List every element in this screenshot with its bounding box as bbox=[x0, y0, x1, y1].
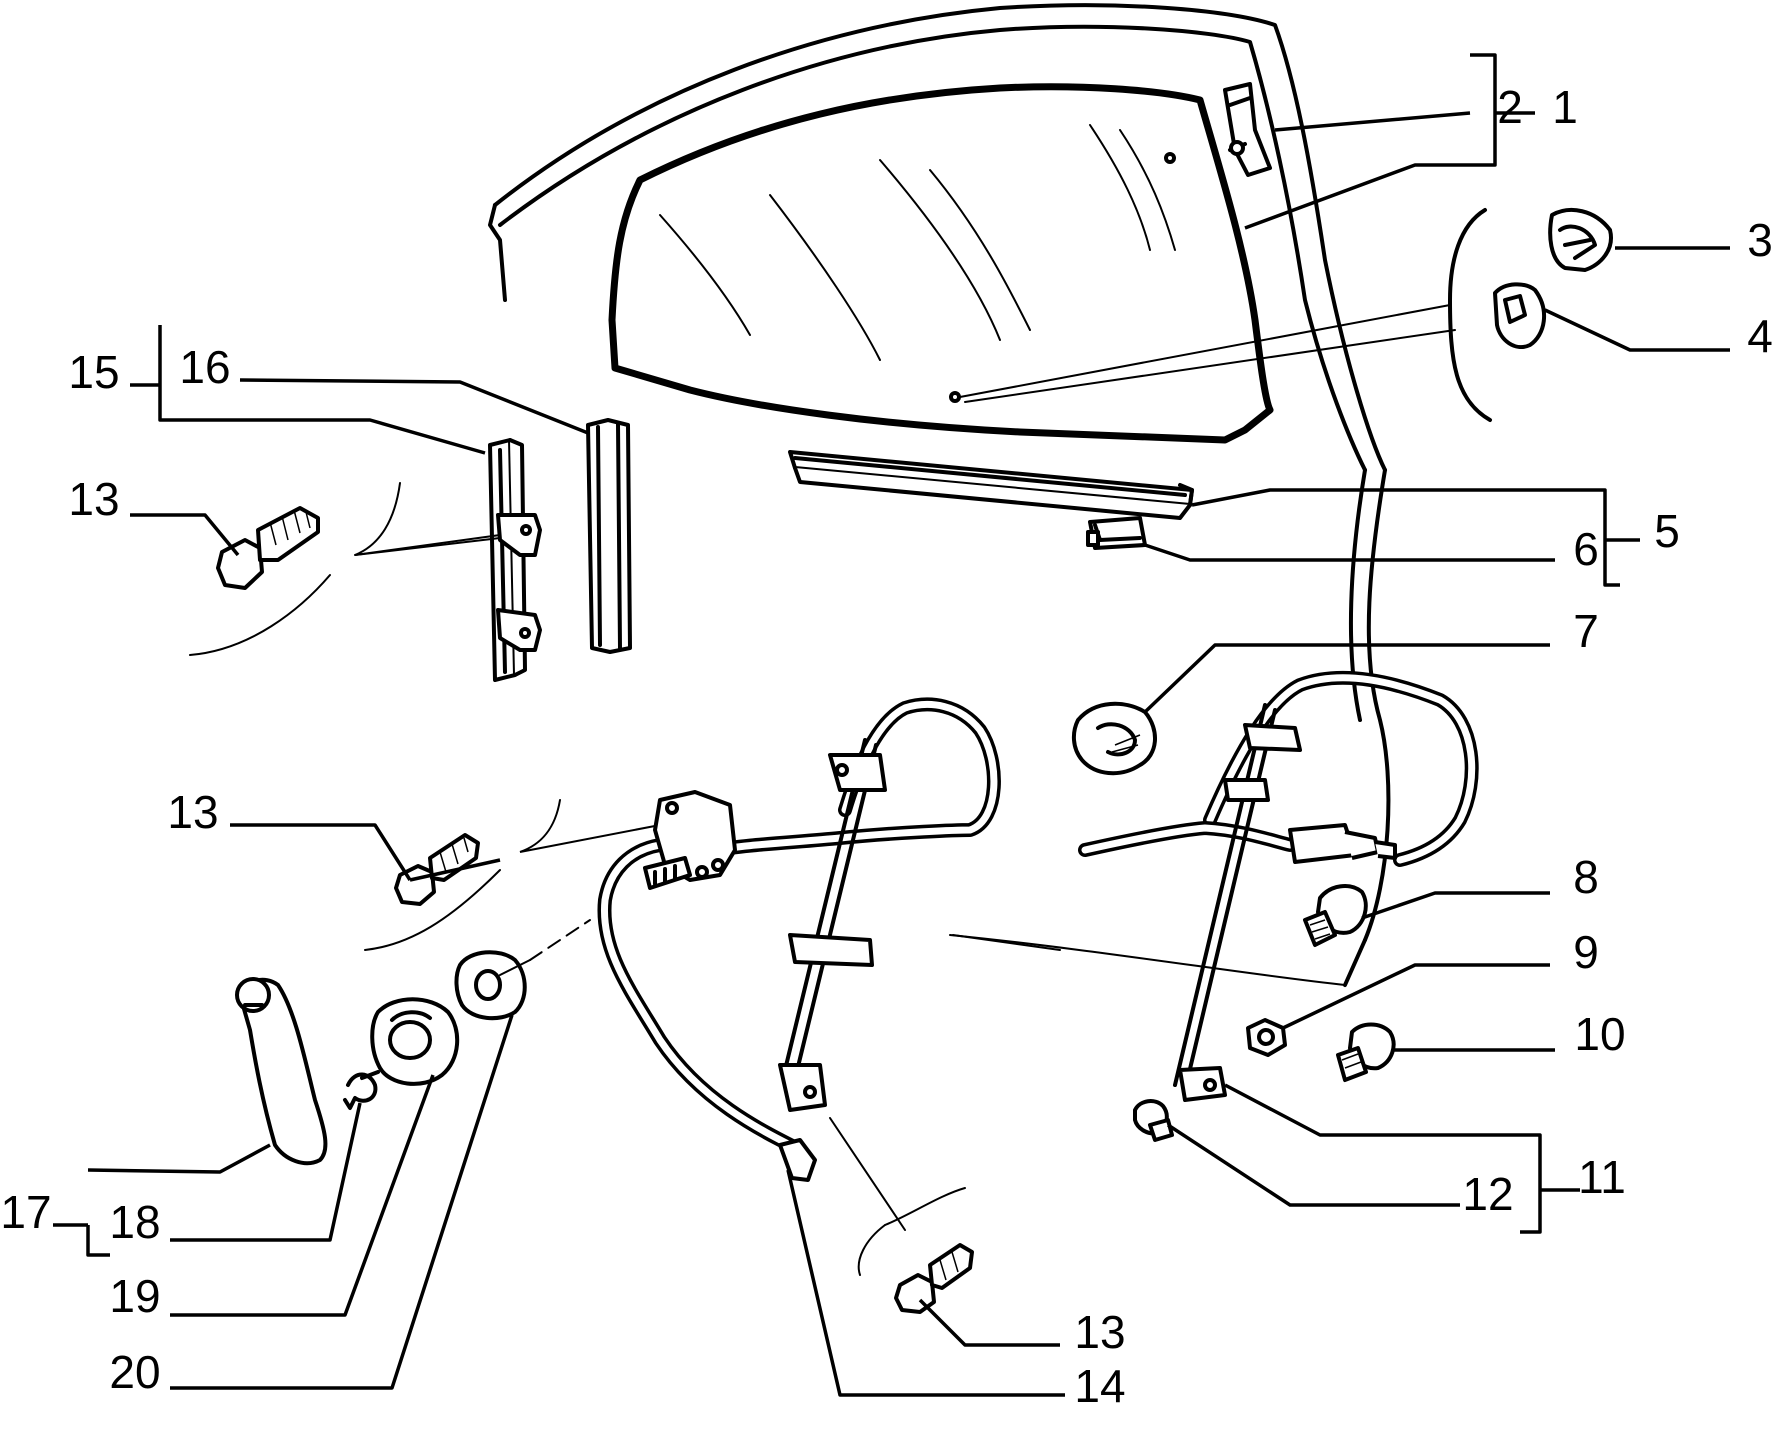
callout-3: 3 bbox=[1747, 214, 1773, 266]
escutcheon-19 bbox=[370, 997, 460, 1086]
bolt-13-upper bbox=[216, 506, 320, 590]
trim-clips bbox=[1448, 208, 1613, 422]
callout-11: 11 bbox=[1578, 1151, 1626, 1203]
channel-clip bbox=[1086, 516, 1147, 550]
retaining-clip-18 bbox=[343, 1070, 380, 1110]
callout-10: 10 bbox=[1574, 1008, 1625, 1060]
callout-12: 12 bbox=[1462, 1168, 1513, 1220]
callout-1: 1 bbox=[1552, 81, 1578, 133]
callout-4: 4 bbox=[1747, 310, 1773, 362]
callout-7: 7 bbox=[1573, 605, 1599, 657]
leader-lines bbox=[53, 53, 1730, 1397]
callout-20: 20 bbox=[109, 1346, 160, 1398]
callout-19: 19 bbox=[109, 1270, 160, 1322]
callout-18: 18 bbox=[109, 1196, 160, 1248]
window-glass bbox=[608, 83, 1274, 444]
right-regulator-tubes bbox=[1078, 670, 1479, 1092]
bolt-12 bbox=[1133, 1099, 1174, 1142]
nut-9 bbox=[1246, 1018, 1287, 1057]
callout-13-middle: 13 bbox=[167, 786, 218, 838]
window-regulator-clip-7 bbox=[1071, 701, 1158, 776]
rear-glass-run-channel bbox=[488, 438, 542, 682]
callout-5: 5 bbox=[1654, 505, 1680, 557]
glass-bottom-channel bbox=[788, 450, 1194, 520]
bolt-10 bbox=[1336, 1022, 1396, 1082]
callout-16: 16 bbox=[179, 341, 230, 393]
callout-17: 17 bbox=[0, 1186, 51, 1238]
callout-13-upper: 13 bbox=[68, 473, 119, 525]
bolt-13-lower bbox=[894, 1243, 974, 1314]
callout-9: 9 bbox=[1573, 926, 1599, 978]
callout-13-lower: 13 bbox=[1074, 1306, 1125, 1358]
bolt-8 bbox=[1303, 884, 1368, 947]
right-regulator-components bbox=[1178, 723, 1397, 1102]
callout-8: 8 bbox=[1573, 851, 1599, 903]
callout-2: 2 bbox=[1497, 81, 1523, 133]
spacer-washer-20 bbox=[454, 950, 527, 1021]
inner-panel-contours bbox=[189, 482, 1061, 1276]
glass-upper-guide bbox=[1223, 82, 1272, 177]
callout-15: 15 bbox=[68, 346, 119, 398]
axis-lines bbox=[499, 304, 1456, 1231]
left-regulator-tubes bbox=[597, 697, 1001, 1157]
glass-run-seal bbox=[586, 418, 632, 654]
window-crank-handle bbox=[235, 977, 328, 1166]
callout-labels: 1 2 3 4 5 6 7 8 9 10 11 12 13 13 13 14 1… bbox=[0, 81, 1772, 1412]
callout-6: 6 bbox=[1573, 523, 1599, 575]
bolt-13-middle bbox=[394, 833, 480, 906]
callout-14: 14 bbox=[1074, 1360, 1125, 1412]
left-regulator-brackets bbox=[643, 753, 887, 1182]
